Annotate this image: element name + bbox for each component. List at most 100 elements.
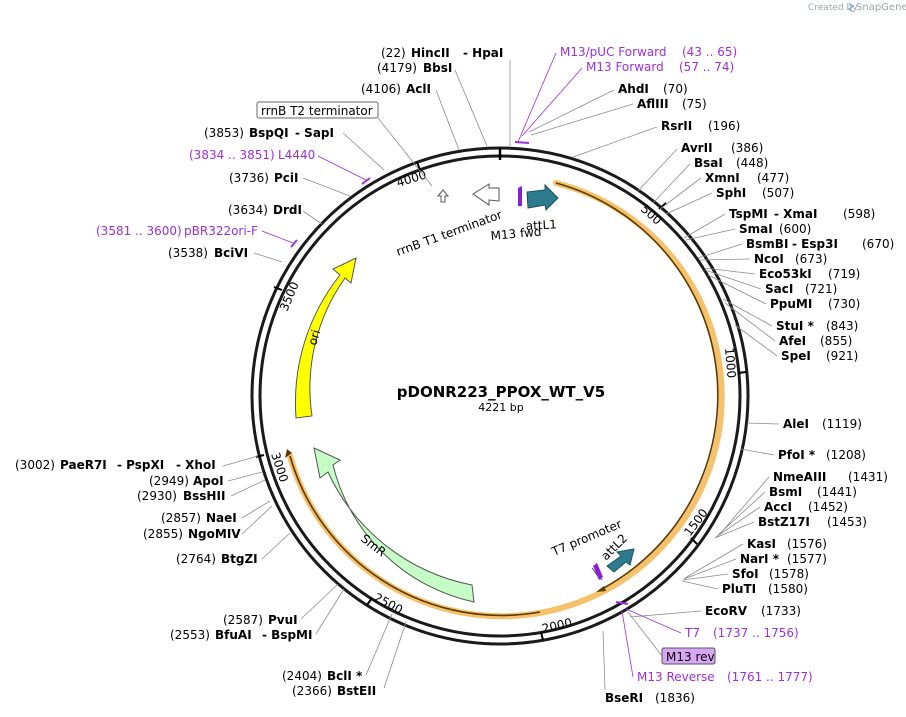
site-name: BssHII: [183, 489, 225, 503]
site-bbsi[interactable]: (4179) BbsI: [377, 61, 488, 147]
site-bseri[interactable]: BseRI (1836): [602, 630, 695, 705]
primer-leader: [621, 610, 634, 678]
site-leader: [365, 613, 393, 676]
site-spei[interactable]: SpeI (921): [734, 324, 858, 363]
site-leader: [707, 274, 767, 305]
site-saci[interactable]: SacI (721): [704, 269, 837, 296]
site-name: BciVI: [214, 246, 248, 260]
feature-ori[interactable]: ori: [294, 257, 357, 419]
site-pos: (3002): [15, 458, 55, 472]
site-alei[interactable]: AleI (1119): [746, 417, 862, 431]
site-leader: [435, 89, 460, 151]
feature-m13-rev[interactable]: M13 rev: [593, 563, 716, 665]
site-name: BseRI: [605, 691, 643, 705]
site-bsai[interactable]: BsaI (448): [652, 156, 768, 204]
site-name: TspMI: [729, 207, 768, 221]
site-name: PaeR7I: [60, 458, 107, 472]
site-bsmbi-esp3i[interactable]: BsmBI - Esp3I (670): [697, 237, 894, 259]
feature-m13-fwd[interactable]: M13 fwd: [490, 186, 542, 243]
m13-rev-marker[interactable]: [593, 563, 603, 580]
site-name: SfoI: [732, 567, 759, 581]
site-leader: [683, 213, 726, 239]
site-paer7i-pspxi-xhoi[interactable]: (3002) PaeR7I - PspXI - XhoI: [15, 455, 259, 472]
site-acli[interactable]: (4106) AclI: [361, 82, 460, 151]
primer-range: (1761 .. 1777): [727, 670, 813, 684]
site-btgzi[interactable]: (2764) BtgZI: [176, 532, 291, 566]
site-pos: (670): [862, 237, 894, 251]
site-bspqi-sapi[interactable]: (3853) BspQI - SapI: [204, 126, 385, 171]
site-bcli[interactable]: (2404) BclI *: [282, 613, 393, 683]
site-ncoi[interactable]: NcoI (673): [698, 252, 827, 266]
site-bstz17i[interactable]: BstZ17I (1453): [714, 515, 867, 539]
site-name: SmaI: [739, 222, 773, 236]
site-ecorv[interactable]: EcoRV (1733): [629, 604, 801, 618]
feature-rrnb-t1[interactable]: rrnB T1 terminator: [394, 183, 504, 259]
site-name: BbsI: [423, 61, 452, 75]
feature-rrnb-t2[interactable]: rrnB T2 terminator: [256, 101, 450, 203]
site-ppumi[interactable]: PpuMI (730): [707, 274, 860, 311]
primer-l4440[interactable]: (3834 .. 3851) L4440: [189, 148, 371, 185]
site-ahdi[interactable]: AhdI (70): [528, 82, 688, 133]
ruler-label-4000: 4000: [395, 168, 428, 190]
m13-fwd-marker[interactable]: [518, 186, 522, 206]
attl2-arrow[interactable]: [606, 548, 635, 573]
site-bsshii[interactable]: (2930) BssHII: [137, 479, 266, 503]
site-xmni[interactable]: XmnI (477): [659, 171, 789, 210]
site-bsmi[interactable]: BsmI (1441): [717, 485, 857, 536]
site-pluti[interactable]: PluTI (1580): [681, 580, 808, 596]
rrnb-t1-arrow[interactable]: [472, 183, 500, 206]
site-name: SpeI: [781, 349, 811, 363]
feature-smr[interactable]: SmR: [313, 447, 475, 603]
attl1-label: attL1: [525, 217, 557, 233]
primer-range: (3581 .. 3600): [96, 224, 182, 238]
site-ngomiv[interactable]: (2855) NgoMIV: [143, 505, 273, 541]
site-bcivi[interactable]: (3538) BciVI: [168, 246, 283, 263]
site-acci[interactable]: AccI (1452): [715, 500, 848, 538]
site-apoi[interactable]: (2949) ApoI: [149, 471, 263, 488]
site-avrii[interactable]: AvrII (386): [636, 141, 763, 193]
primer-m13-puc-forward[interactable]: M13/pUC Forward (43 .. 65): [514, 45, 737, 144]
brand-created-by: Created by: [808, 3, 858, 13]
primer-pbr322ori-f[interactable]: (3581 .. 3600) pBR322ori-F: [96, 224, 298, 248]
brand-product: SnapGene: [856, 2, 906, 13]
attl1-arrow[interactable]: [526, 183, 559, 212]
site-afliii[interactable]: AflIII (75): [530, 97, 707, 136]
site-tspmi-xmai[interactable]: TspMI - XmaI (598): [683, 207, 875, 239]
site-nmeaiii[interactable]: NmeAIII (1431): [719, 470, 888, 535]
ori-arrow[interactable]: [294, 257, 357, 419]
rrnb-t2-arrow[interactable]: [436, 189, 450, 203]
primer-t7[interactable]: T7 (1737 .. 1756): [615, 601, 799, 640]
site-pfoi[interactable]: PfoI * (1208): [740, 448, 866, 462]
site-sfoi[interactable]: SfoI (1578): [682, 567, 809, 581]
site-pos: (721): [805, 282, 837, 296]
site-afei[interactable]: AfeI (855): [724, 302, 852, 348]
site-bsteii[interactable]: (2366) BstEII: [292, 621, 407, 698]
site-leader: [629, 610, 702, 618]
site-pos: (386): [731, 141, 763, 155]
primer-m13-forward[interactable]: M13 Forward (57 .. 74): [521, 60, 734, 137]
primer-leader: [517, 52, 557, 143]
site-nari[interactable]: NarI * (1577): [683, 552, 827, 580]
site-leader: [697, 243, 743, 259]
site-drdi[interactable]: (3634) DrdI: [228, 203, 323, 225]
feature-attl1[interactable]: attL1: [525, 183, 559, 233]
site-smai[interactable]: SmaI (600): [685, 222, 811, 241]
site-bfuai-bspmi[interactable]: (2553) BfuAI - BspMI: [170, 588, 345, 642]
site-name: BclI *: [327, 669, 363, 683]
site-eco53ki[interactable]: Eco53kI (719): [703, 267, 860, 281]
site-pcii[interactable]: (3736) PciI: [229, 171, 351, 197]
site-kasi[interactable]: KasI (1576): [684, 537, 827, 579]
site-pvui[interactable]: (2587) PvuI: [223, 583, 339, 627]
site-stui[interactable]: StuI * (843): [722, 298, 858, 333]
site-rsrii[interactable]: RsrII (196): [572, 119, 740, 158]
primer-leader: [317, 155, 367, 181]
site-sphi[interactable]: SphI (507): [665, 186, 794, 215]
site-hincii-hpai[interactable]: (22) HincII - HpaI: [381, 46, 511, 146]
smr-arrow[interactable]: [313, 447, 475, 603]
primer-leader: [261, 230, 294, 244]
site-naei[interactable]: (2857) NaeI: [161, 500, 271, 525]
site-name: PpuMI: [770, 297, 812, 311]
site-leader: [698, 258, 751, 261]
primer-m13-reverse[interactable]: M13 Reverse (1761 .. 1777): [621, 610, 813, 684]
primer-name: pBR322ori-F: [184, 224, 258, 238]
